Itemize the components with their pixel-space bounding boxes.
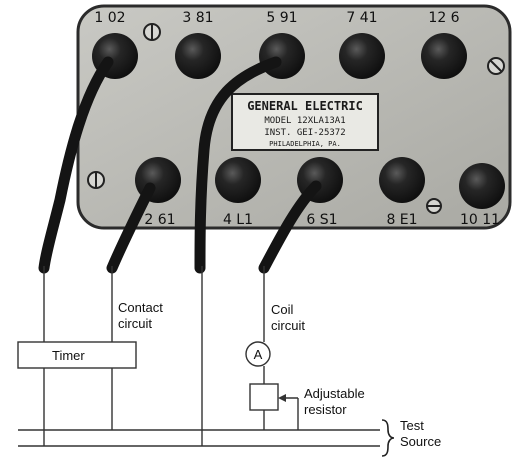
test-source-label: Test (400, 418, 424, 433)
terminal-knob (215, 157, 261, 203)
screw-icon (426, 198, 442, 214)
terminal-label: 2 61 (144, 212, 175, 228)
nameplate-inst: INST. GEI-25372 (264, 128, 345, 138)
brace-icon (381, 419, 395, 457)
terminal-label: 12 6 (428, 10, 459, 26)
terminal-label: 5 91 (266, 10, 297, 26)
contact-circuit-label-2: circuit (118, 316, 152, 331)
terminal-knob (259, 33, 305, 79)
resistor-box (249, 383, 279, 411)
lead-terminal-2 (106, 182, 156, 274)
terminal-label: 6 S1 (306, 212, 337, 228)
terminal-label: 10 11 (460, 212, 500, 228)
terminal-label: 7 41 (346, 10, 377, 26)
test-source-label-2: Source (400, 434, 441, 449)
terminal-knob (421, 33, 467, 79)
test-leads (38, 56, 322, 274)
coil-circuit-label-2: circuit (271, 318, 305, 333)
terminal-label: 1 02 (94, 10, 125, 26)
ammeter-icon (245, 341, 271, 367)
nameplate: GENERAL ELECTRIC MODEL 12XLA13A1 INST. G… (231, 93, 379, 151)
nameplate-brand: GENERAL ELECTRIC (247, 99, 363, 113)
coil-circuit-label: Coil (271, 302, 294, 317)
terminal-knob (175, 33, 221, 79)
terminal-knob (339, 33, 385, 79)
contact-circuit-label: Contact (118, 300, 163, 315)
terminal-knob (379, 157, 425, 203)
lead-terminal-5 (194, 56, 282, 274)
relay-panel: 1 02 3 81 5 91 7 41 12 6 2 61 4 L1 6 S1 … (76, 4, 512, 230)
terminal-knob (459, 163, 505, 209)
timer-box (17, 341, 137, 369)
lead-terminal-1 (38, 56, 114, 274)
screw-icon (87, 171, 105, 189)
nameplate-location: PHILADELPHIA, PA. (269, 140, 341, 148)
terminal-label: 8 E1 (386, 212, 417, 228)
terminal-label: 4 L1 (223, 212, 253, 228)
resistor-label-2: resistor (304, 402, 347, 417)
nameplate-model: MODEL 12XLA13A1 (264, 116, 345, 126)
screw-icon (487, 57, 505, 75)
ammeter-label: A (254, 347, 263, 362)
terminal-label: 3 81 (182, 10, 213, 26)
screw-icon (143, 23, 161, 41)
lead-terminal-6 (258, 180, 322, 274)
arrow-icon (278, 394, 286, 402)
timer-label: Timer (52, 348, 85, 363)
resistor-label: Adjustable (304, 386, 365, 401)
